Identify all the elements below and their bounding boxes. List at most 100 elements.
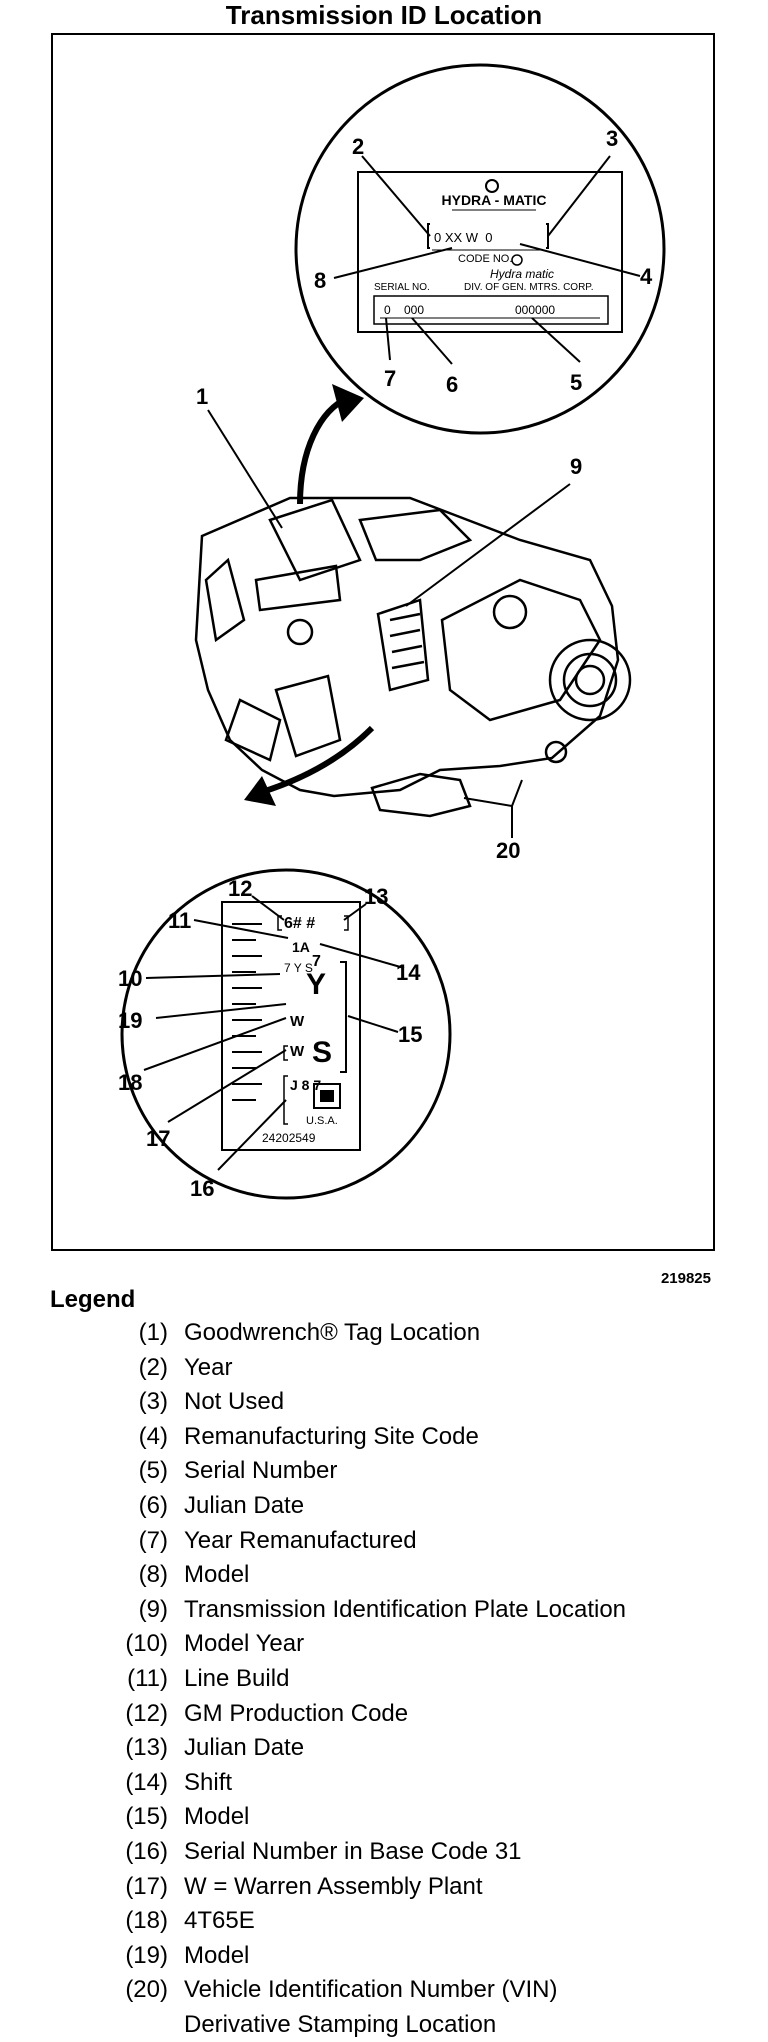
plate-row-top: 6# # bbox=[284, 915, 315, 932]
legend-num: (4) bbox=[138, 1422, 168, 1450]
callout-4: 4 bbox=[640, 264, 653, 289]
legend-text: Shift bbox=[184, 1768, 233, 1796]
legend-item: (4) Remanufacturing Site Code bbox=[96, 1420, 736, 1455]
legend-text: GM Production Code bbox=[184, 1699, 409, 1727]
callout-17: 17 bbox=[146, 1126, 170, 1151]
legend-text: Remanufacturing Site Code bbox=[184, 1422, 479, 1450]
callout-13: 13 bbox=[364, 884, 388, 909]
legend-num: (19) bbox=[125, 1941, 168, 1969]
legend-num: (17) bbox=[125, 1872, 168, 1900]
legend-item: (5) Serial Number bbox=[96, 1454, 736, 1489]
plate-hydra-script: Hydra matic bbox=[490, 267, 554, 281]
legend-num: (10) bbox=[125, 1630, 168, 1658]
legend-num: (6) bbox=[138, 1491, 168, 1519]
legend-num: (11) bbox=[127, 1664, 168, 1692]
callout-18: 18 bbox=[118, 1070, 142, 1095]
plate-serial-b: 000 bbox=[404, 303, 424, 317]
legend-list: (1) Goodwrench® Tag Location (2)Year (3) N… bbox=[96, 1316, 736, 2042]
legend-item: (16)Serial Number in Base Code 31 bbox=[96, 1835, 736, 1870]
legend-item: (19) Model bbox=[96, 1939, 736, 1974]
legend-num: (1) bbox=[138, 1319, 168, 1346]
legend-item: Derivative Stamping Location bbox=[96, 2008, 736, 2042]
legend-text: Line Build bbox=[184, 1664, 290, 1692]
legend-text: Model bbox=[184, 1561, 250, 1589]
lower-leader-lines bbox=[143, 895, 405, 1171]
legend-item: (12) GM Production Code bbox=[96, 1697, 736, 1732]
plate-y-stack: 7 Y S bbox=[284, 961, 313, 975]
page-title: Transmission ID Location bbox=[225, 0, 543, 30]
legend-text: Derivative Stamping Location bbox=[184, 2010, 497, 2038]
plate-serial-label: SERIAL NO. bbox=[374, 282, 430, 293]
legend-item: (7) Year Remanufactured bbox=[96, 1524, 736, 1559]
legend-num bbox=[96, 2008, 168, 2042]
transmission-diagram: HYDRA - MATIC 0 XX W 0 CODE NO. Hydra ma… bbox=[118, 63, 666, 1201]
legend-num: (5) bbox=[138, 1457, 168, 1485]
plate-w1: W bbox=[290, 1013, 305, 1030]
legend-text: Year Remanufactured bbox=[184, 1526, 417, 1554]
callout-3: 3 bbox=[606, 126, 618, 151]
diagram-frame bbox=[51, 33, 715, 1251]
legend-num: (18) bbox=[125, 1907, 168, 1935]
legend-item: (9)Transmission Identification Plate Loc… bbox=[96, 1593, 736, 1628]
legend-item: (14) Shift bbox=[96, 1766, 736, 1801]
arrow-head-upper bbox=[332, 384, 364, 422]
callout-6: 6 bbox=[446, 372, 458, 397]
legend-text: Julian Date bbox=[184, 1491, 305, 1519]
plate-w2: W bbox=[290, 1043, 305, 1060]
legend-item: (20) Vehicle Identification Number (VIN) bbox=[96, 1973, 736, 2008]
upper-detail-circle bbox=[294, 63, 666, 435]
callout-15: 15 bbox=[398, 1022, 422, 1047]
plate-serial-a: 0 bbox=[384, 303, 391, 317]
legend-item: (10) Model Year bbox=[96, 1627, 736, 1662]
plate-seven-small: 7 bbox=[312, 953, 321, 970]
legend-num: (20) bbox=[125, 1976, 168, 2004]
lower-stamp-plate: 6# # 1A 7 7 Y S Y W W S J 8 7 U.S.A. 242… bbox=[221, 901, 361, 1151]
legend-text: 4T65E bbox=[184, 1907, 255, 1935]
legend-item: (18) 4T65E bbox=[96, 1904, 736, 1939]
legend-item: (3) Not Used bbox=[96, 1385, 736, 1420]
middle-leader-lines bbox=[207, 409, 571, 838]
arrow-head-lower bbox=[244, 776, 276, 806]
legend-num: (7) bbox=[138, 1526, 168, 1554]
legend-text: Transmission Identification Plate Locati… bbox=[184, 1595, 627, 1623]
upper-leader-lines bbox=[333, 155, 641, 365]
legend-num: (15) bbox=[125, 1803, 168, 1831]
plate-big-y: Y bbox=[306, 968, 326, 1001]
legend-text: Year bbox=[184, 1353, 233, 1381]
plate-code-label: CODE NO. bbox=[458, 253, 512, 265]
transmission-body bbox=[194, 496, 632, 818]
plate-row-1a: 1A bbox=[292, 939, 310, 955]
legend-num: (12) bbox=[125, 1699, 168, 1727]
gm-logo-box bbox=[313, 1083, 341, 1109]
legend-text: Julian Date bbox=[184, 1734, 305, 1762]
legend-text: Vehicle Identification Number (VIN) bbox=[184, 1976, 558, 2004]
lower-detail-circle bbox=[120, 868, 452, 1200]
legend-num: (13) bbox=[125, 1734, 168, 1762]
plate-serial-right: 000000 bbox=[515, 303, 555, 317]
legend-item: (6) Julian Date bbox=[96, 1489, 736, 1524]
legend-item: (15)Model bbox=[96, 1800, 736, 1835]
legend-num: (14) bbox=[125, 1768, 168, 1796]
callout-12: 12 bbox=[228, 876, 252, 901]
legend-num: (8) bbox=[138, 1561, 168, 1589]
callout-7: 7 bbox=[384, 366, 396, 391]
legend-item: (1) Goodwrench® Tag Location bbox=[96, 1316, 736, 1351]
legend-num: (3) bbox=[138, 1388, 168, 1416]
callout-14: 14 bbox=[396, 960, 421, 985]
callout-2: 2 bbox=[352, 134, 364, 159]
callout-11: 11 bbox=[168, 908, 191, 933]
plate-usa: U.S.A. bbox=[306, 1115, 338, 1127]
legend-item: (17)W = Warren Assembly Plant bbox=[96, 1870, 736, 1905]
figure-id: 219825 bbox=[660, 1270, 711, 1287]
legend-text: Serial Number bbox=[184, 1457, 338, 1485]
callout-1: 1 bbox=[196, 384, 208, 409]
legend-text: Model Year bbox=[184, 1630, 305, 1658]
callout-8: 8 bbox=[314, 268, 326, 293]
callout-5: 5 bbox=[570, 370, 582, 395]
legend-text: Serial Number in Base Code 31 bbox=[184, 1837, 522, 1865]
legend-text: Model bbox=[184, 1941, 250, 1969]
callout-20: 20 bbox=[496, 838, 520, 863]
legend-text: Not Used bbox=[184, 1388, 285, 1416]
legend-item: (2)Year bbox=[96, 1351, 736, 1386]
legend-text: Goodwrench® Tag Location bbox=[184, 1319, 481, 1346]
